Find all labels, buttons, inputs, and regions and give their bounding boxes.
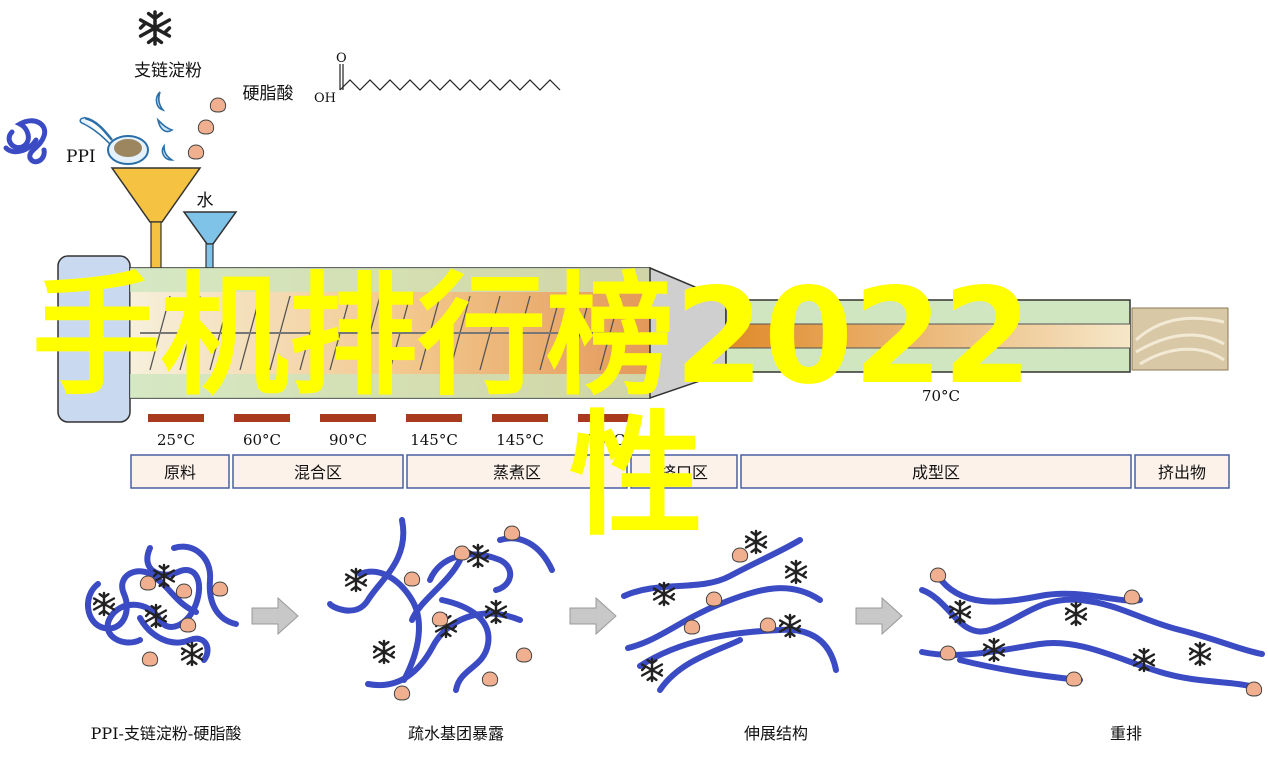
temp-5: 145°C: [496, 431, 544, 449]
barrel-temperatures: 25°C 60°C 90°C 145°C 145°C 70°C: [157, 431, 625, 449]
stage-1-tangled: [84, 543, 239, 667]
heater-bars: [148, 414, 634, 422]
stage-caption-1: PPI-支链淀粉-硬脂酸: [91, 724, 242, 743]
starch-flakes: [155, 91, 175, 161]
stage-caption-4: 重排: [1110, 724, 1142, 743]
zone-die: 挤口区: [660, 463, 708, 482]
die-temp-label: 70°C: [922, 387, 960, 405]
overlay-title: 手机排行榜2022: [32, 260, 1032, 414]
die-section: [649, 266, 1131, 400]
fat-drops: [187, 97, 227, 160]
stearic-acid-label: 硬脂酸: [243, 84, 294, 104]
branched-starch-label: 支链淀粉: [134, 61, 202, 81]
arrow-2: [569, 596, 617, 636]
temp-4: 145°C: [410, 431, 458, 449]
ppi-label: PPI: [66, 147, 96, 167]
zone-labels: 原料 混合区 蒸煮区 挤口区 成型区 挤出物: [164, 463, 1206, 482]
stearic-acid-structure: O OH: [314, 51, 561, 106]
zone-bar: [130, 454, 1230, 489]
temp-6: 70°C: [587, 431, 625, 449]
screw-flights: [140, 295, 640, 371]
water-label: 水: [197, 191, 214, 211]
temp-3: 90°C: [329, 431, 367, 449]
stage-4-rearranged: [919, 567, 1265, 697]
carbonyl-o: O: [336, 51, 347, 66]
arrow-3: [855, 596, 903, 636]
stage-3-extended: [621, 529, 839, 693]
hydroxyl-oh: OH: [314, 91, 336, 106]
spoon-icon: [79, 116, 149, 165]
arrow-1: [251, 596, 299, 636]
stage-captions: PPI-支链淀粉-硬脂酸 疏水基团暴露 伸展结构 重排: [91, 724, 1142, 743]
overlay-subtitle: 性: [569, 398, 703, 554]
starch-icon: [138, 10, 172, 46]
zone-cooking: 蒸煮区: [493, 463, 541, 482]
stage-caption-2: 疏水基团暴露: [408, 724, 504, 743]
zone-extrudate: 挤出物: [1158, 463, 1206, 482]
zone-forming: 成型区: [912, 463, 960, 482]
temp-2: 60°C: [243, 431, 281, 449]
zone-mixing: 混合区: [294, 463, 342, 482]
stage-caption-3: 伸展结构: [744, 724, 808, 743]
temp-1: 25°C: [157, 431, 195, 449]
ppi-protein-icon: [3, 118, 48, 165]
stage-2-exposed: [327, 517, 555, 701]
extrudate-image: [1131, 307, 1229, 371]
zone-raw: 原料: [164, 463, 196, 482]
